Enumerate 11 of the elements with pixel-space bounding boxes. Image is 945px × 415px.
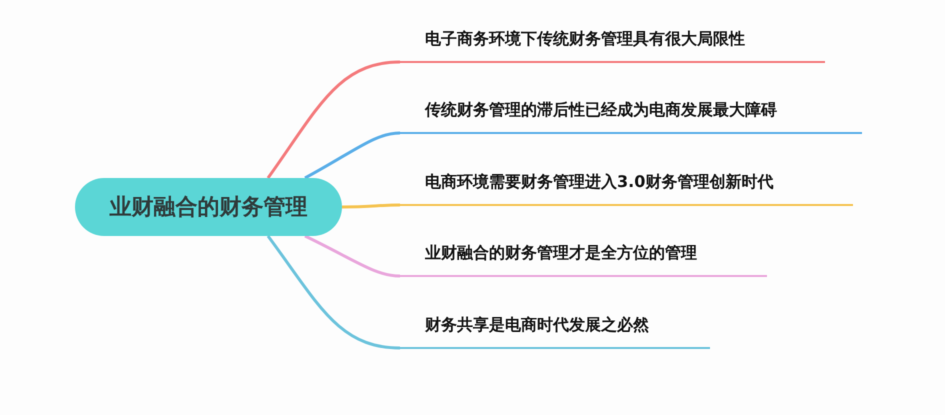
branch-line [304, 132, 400, 180]
topic-label: 电商环境需要财务管理进入3.0财务管理创新时代 [400, 172, 853, 206]
topic-label: 传统财务管理的滞后性已经成为电商发展最大障碍 [400, 100, 862, 134]
topic-label: 业财融合的财务管理才是全方位的管理 [400, 243, 767, 277]
topic-label: 电子商务环境下传统财务管理具有很大局限性 [400, 29, 825, 63]
central-topic: 业财融合的财务管理 [75, 178, 342, 236]
branch-line [266, 235, 400, 350]
branch-line [304, 234, 400, 278]
branch-line [342, 204, 400, 208]
topic-label: 财务共享是电商时代发展之必然 [400, 315, 710, 349]
branch-line [266, 60, 400, 179]
